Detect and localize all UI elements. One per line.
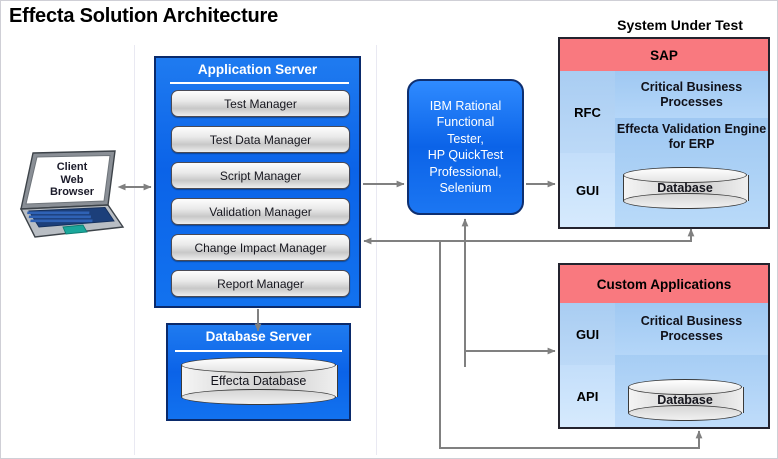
custom-applications-interface-api[interactable]: API [560, 365, 617, 427]
tools-line-1: IBM Rational [429, 98, 502, 113]
effecta-database-cylinder: Effecta Database [181, 357, 338, 405]
sap-critical-business-processes: Critical Business Processes [615, 71, 768, 120]
module-change-impact-manager[interactable]: Change Impact Manager [171, 234, 350, 261]
module-script-manager[interactable]: Script Manager [171, 162, 350, 189]
sap-validation-engine-label: Effecta Validation Engine for ERP [616, 122, 767, 151]
automation-tools-box: IBM Rational Functional Tester, HP Quick… [407, 79, 524, 215]
sap-interface-rfc[interactable]: RFC [560, 71, 617, 155]
client-laptop: Client Web Browser [15, 149, 127, 241]
module-validation-manager[interactable]: Validation Manager [171, 198, 350, 225]
sap-database-cylinder: Database [623, 167, 749, 209]
effecta-database-label: Effecta Database [210, 374, 307, 388]
application-server-title: Application Server [197, 62, 318, 77]
module-test-manager[interactable]: Test Manager [171, 90, 350, 117]
laptop-icon [19, 150, 125, 238]
tools-line-6: Selenium [439, 181, 492, 195]
connector-sap-db-return [368, 228, 695, 242]
cylinder-bottom [623, 193, 747, 209]
cylinder-top [623, 167, 747, 183]
page-title: Effecta Solution Architecture [9, 5, 279, 27]
application-server-divider [170, 82, 349, 84]
tools-line-3: Tester, [447, 131, 484, 146]
divider-left [134, 45, 135, 455]
database-server-title: Database Server [205, 329, 312, 344]
cylinder-top [181, 357, 336, 373]
sap-title: SAP [560, 39, 768, 73]
custom-applications-critical-business-processes: Critical Business Processes [615, 303, 768, 357]
cylinder-bottom [181, 389, 336, 405]
tools-line-4: HP QuickTest [427, 148, 504, 162]
client-label-line-2: Web [60, 173, 84, 186]
module-test-data-manager[interactable]: Test Data Manager [171, 126, 350, 153]
tools-line-2: Functional [436, 115, 495, 129]
sap-interface-gui[interactable]: GUI [560, 153, 617, 227]
custom-applications-database-label: Database [657, 393, 713, 407]
client-label-line-1: Client [56, 161, 88, 173]
custom-applications-database-cylinder: Database [628, 379, 744, 421]
automation-tools-label: IBM Rational Functional Tester, HP Quick… [428, 98, 504, 197]
custom-applications-interface-gui[interactable]: GUI [560, 303, 617, 367]
client-laptop-label: Client Web Browser [41, 161, 103, 199]
client-label-line-3: Browser [49, 186, 95, 198]
divider-right [376, 45, 377, 455]
module-report-manager[interactable]: Report Manager [171, 270, 350, 297]
database-server-divider [175, 350, 342, 352]
system-under-test-heading: System Under Test [617, 17, 743, 33]
application-server-panel: Application Server Test Manager Test Dat… [154, 56, 361, 308]
sap-database-label: Database [657, 181, 713, 195]
tools-line-5: Professional, [429, 164, 502, 179]
custom-applications-title: Custom Applications [560, 265, 768, 305]
